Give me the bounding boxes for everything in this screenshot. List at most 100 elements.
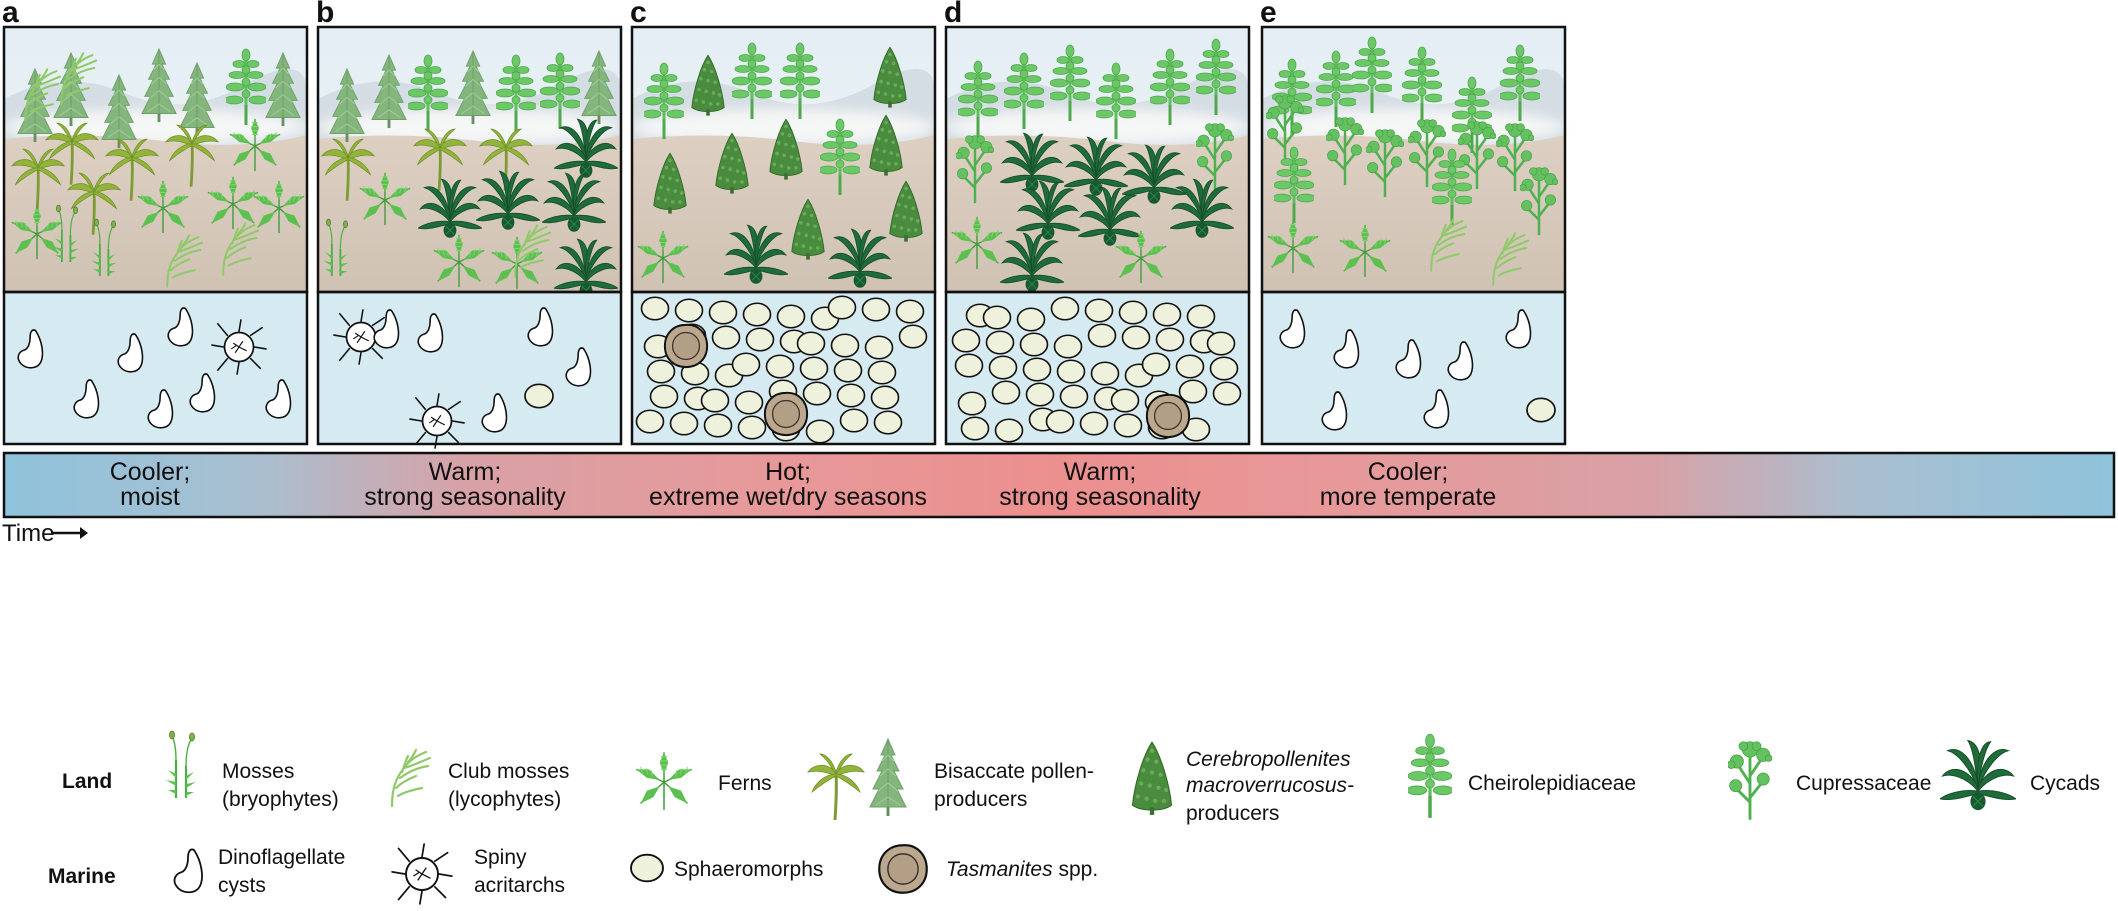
sphaeromorph-icon [1121, 325, 1151, 350]
sphaeromorph-icon [1087, 323, 1117, 348]
sphaeromorph-icon [776, 304, 806, 329]
legend-cerebro-line3: producers [1186, 802, 1279, 825]
ground [1262, 135, 1565, 292]
sphaeromorph-icon [1118, 300, 1148, 325]
tasmanites-icon [763, 391, 809, 437]
sphaeromorph-icon [646, 359, 676, 384]
moss-icon [164, 730, 198, 800]
cerebropollenites-icon [1131, 741, 1173, 816]
legend-bisaccate-line2: producers [934, 788, 1027, 811]
tasmanites-icon [663, 323, 709, 369]
sphaeromorph-icon [629, 853, 665, 883]
sphaeromorph-icon [734, 390, 764, 415]
sphaeromorph-icon [737, 415, 767, 440]
sphaeromorph-icon [805, 419, 835, 444]
sphaeromorph-icon [640, 296, 670, 321]
climate-band: Cooler; moist Warm; strong seasonality H… [2, 451, 2116, 519]
sphaeromorph-icon [988, 355, 1018, 380]
climate-label-b-line2: strong seasonality [364, 483, 566, 511]
sphaeromorph-icon [1090, 361, 1120, 386]
sphaeromorph-icon [898, 324, 928, 349]
sphaeromorph-icon [1110, 388, 1140, 413]
sphaeromorph-icon [708, 300, 738, 325]
marine-frame [944, 290, 1251, 446]
sphaeromorph-icon [669, 411, 699, 436]
sphaeromorph-icon [742, 302, 772, 327]
sphaeromorph-icon [873, 410, 903, 435]
panel-c: c [630, 0, 937, 446]
sphaeromorph-icon [635, 409, 665, 434]
sphaeromorph-icon [960, 416, 990, 441]
sphaeromorph-icon [1206, 331, 1236, 356]
sphaeromorph-icon [991, 380, 1021, 405]
sphaeromorph-icon [951, 328, 981, 353]
legend-dino-line1: Dinoflagellate [218, 846, 345, 869]
legend-cerebro-line2: macroverrucosus- [1186, 774, 1354, 797]
sphaeromorph-icon [700, 388, 730, 413]
legend-spiny-line1: Spiny [474, 846, 527, 869]
legend-moss-line2: (bryophytes) [222, 788, 339, 811]
sphaeromorph-icon [745, 327, 775, 352]
marine-frame [630, 290, 937, 446]
legend-moss-line1: Mosses [222, 760, 294, 783]
legend-tasmanites-text: Tasmanites spp. [946, 858, 1098, 881]
legend-cycad-line1: Cycads [2030, 772, 2100, 795]
legend-club-moss-line1: Club mosses [448, 760, 569, 783]
climate-label-b-line1: Warm; [429, 458, 502, 486]
time-axis: Time [2, 520, 88, 547]
dinoflagellate-cyst-icon [173, 848, 203, 894]
legend-cupress-line1: Cupressaceae [1796, 772, 1931, 795]
panel-a: a [2, 0, 309, 446]
legend-tasmanites-suffix: spp. [1053, 858, 1099, 881]
cycad-icon [1940, 739, 2016, 811]
climate-label-e-line1: Cooler; [1368, 458, 1449, 486]
legend-sphaero-line1: Sphaeromorphs [674, 858, 823, 881]
sphaeromorph-icon [1113, 413, 1143, 438]
sphaeromorph-icon [957, 391, 987, 416]
sphaeromorph-icon [674, 298, 704, 323]
panel-letter-b: b [316, 0, 334, 29]
sphaeromorph-icon [1084, 298, 1114, 323]
climate-label-c-line1: Hot; [765, 458, 811, 486]
sphaeromorph-icon [1050, 296, 1080, 321]
legend-spiny-line2: acritarchs [474, 874, 565, 897]
panel-letter-d: d [944, 0, 962, 29]
sphaeromorph-icon [1141, 352, 1171, 377]
tasmanites-icon [1145, 393, 1191, 439]
sphaeromorph-icon [1186, 304, 1216, 329]
legend-tasmanites-name: Tasmanites [946, 858, 1053, 881]
sphaeromorph-icon [830, 333, 860, 358]
panel-letter-e: e [1260, 0, 1277, 29]
sphaeromorph-icon [1056, 359, 1086, 384]
sphaeromorph-icon [870, 385, 900, 410]
sphaeromorph-icon [1152, 302, 1182, 327]
marine-frame [2, 290, 309, 446]
climate-label-a-line2: moist [120, 483, 180, 511]
sphaeromorph-icon [1053, 334, 1083, 359]
sphaeromorph-icon [985, 330, 1015, 355]
sphaeromorph-icon [1175, 354, 1205, 379]
fern-icon [635, 751, 693, 811]
cupressaceae-icon [1728, 740, 1772, 822]
sphaeromorph-icon [1079, 411, 1109, 436]
panel-d: d [944, 0, 1251, 446]
legend: Land Marine Mosses (bryophytes) Club mos… [48, 730, 2100, 905]
sphaeromorph-icon [864, 335, 894, 360]
sphaeromorph-icon [954, 353, 984, 378]
legend-dino-line2: cysts [218, 874, 266, 897]
climate-label-c-line2: extreme wet/dry seasons [649, 483, 927, 511]
legend-cerebro-line1: Cerebropollenites [1186, 748, 1351, 771]
legend-land-label: Land [62, 770, 112, 793]
sphaeromorph-icon [833, 358, 863, 383]
sphaeromorph-icon [1019, 332, 1049, 357]
sphaeromorph-icon [649, 384, 679, 409]
climate-label-e-line2: more temperate [1320, 483, 1496, 511]
legend-fern-line1: Ferns [718, 772, 772, 795]
bisaccate-conifer-icon [869, 738, 907, 817]
marine-frame [316, 290, 623, 446]
climate-label-d-line1: Warm; [1064, 458, 1137, 486]
panel-letter-a: a [2, 0, 19, 29]
sphaeromorph-icon [827, 295, 857, 320]
